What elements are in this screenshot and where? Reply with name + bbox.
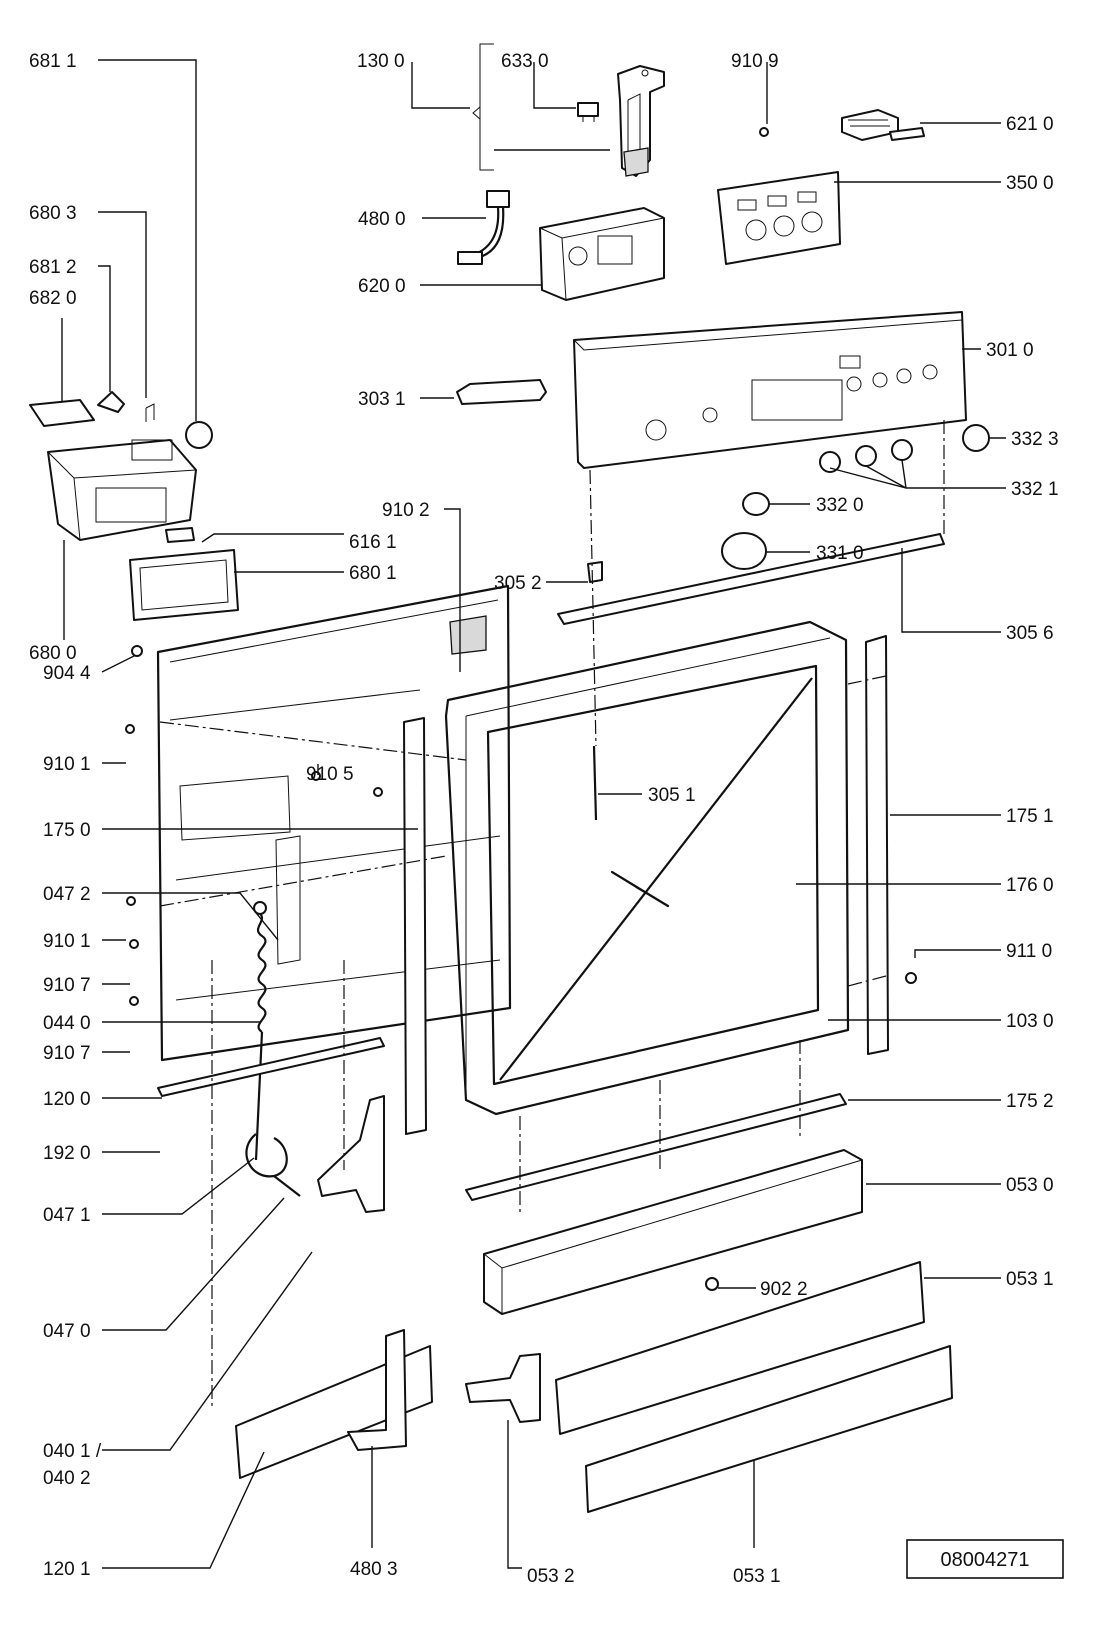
label-0440: 044 0	[43, 1013, 91, 1034]
strip-1750-part	[403, 717, 427, 1135]
label-3010: 301 0	[986, 340, 1034, 361]
bracket-4803-part	[347, 1329, 407, 1451]
seal-6820-part	[29, 399, 95, 427]
label-0402: 040 2	[43, 1468, 91, 1489]
reference-number-box: 08004271	[906, 1539, 1064, 1579]
module-6200-part	[539, 207, 665, 301]
label-6200: 620 0	[358, 276, 406, 297]
label-6800: 680 0	[29, 643, 77, 664]
strip-3056-part	[557, 533, 945, 625]
label-9107b: 910 7	[43, 1043, 91, 1064]
label-9110: 911 0	[1006, 941, 1052, 962]
label-6161: 616 1	[349, 532, 397, 553]
label-0471: 047 1	[43, 1205, 91, 1226]
kickplate-1201-part	[235, 1345, 433, 1479]
rod-3051-part	[592, 745, 598, 821]
part-drawings	[29, 43, 990, 1513]
screw-9109-part	[759, 127, 769, 137]
label-0531a: 053 1	[1006, 1269, 1054, 1290]
bracket-0532-part	[465, 1353, 541, 1423]
label-9044: 904 4	[43, 663, 91, 684]
hinge-0401-part	[317, 1095, 385, 1213]
rail-1920-part	[157, 1037, 385, 1097]
label-9105: 910 5	[306, 764, 354, 785]
label-0530: 053 0	[1006, 1175, 1054, 1196]
label-1201: 120 1	[43, 1559, 91, 1580]
label-3320: 332 0	[816, 495, 864, 516]
bracket-130-part	[617, 65, 665, 177]
screw-9110-part	[905, 972, 917, 984]
label-3500: 350 0	[1006, 173, 1054, 194]
screws-inner-door-part	[125, 645, 383, 1006]
label-6210: 621 0	[1006, 114, 1054, 135]
label-4800: 480 0	[358, 209, 406, 230]
label-3310: 331 0	[816, 543, 864, 564]
label-3321: 332 1	[1011, 479, 1059, 500]
label-6803: 680 3	[29, 203, 77, 224]
label-6330: 633 0	[501, 51, 549, 72]
cap-6811-part	[185, 421, 213, 449]
control-panel-3010-part	[573, 311, 967, 469]
label-6811: 681 1	[29, 51, 77, 72]
label-9107a: 910 7	[43, 975, 91, 996]
label-3051: 305 1	[648, 785, 696, 806]
switch-6210-part	[841, 109, 925, 141]
label-9101a: 910 1	[43, 754, 91, 775]
inner-door-1200-part	[156, 584, 512, 1062]
panel-0530-part	[483, 1149, 863, 1315]
label-1030: 103 0	[1006, 1011, 1054, 1032]
label-9109: 910 9	[731, 51, 779, 72]
clip-3052-part	[587, 561, 603, 583]
gasket-6801-part	[129, 549, 239, 621]
label-1750: 175 0	[43, 820, 91, 841]
label-0472: 047 2	[43, 884, 91, 905]
clip-6161-part	[165, 527, 195, 543]
clip-633-part	[577, 102, 599, 122]
spring-0440-part	[253, 901, 267, 1161]
label-9022: 902 2	[760, 1279, 808, 1300]
label-3056: 305 6	[1006, 623, 1054, 644]
label-3052: 305 2	[494, 573, 542, 594]
label-0532: 053 2	[527, 1566, 575, 1587]
label-3323: 332 3	[1011, 429, 1059, 450]
label-9101b: 910 1	[43, 931, 91, 952]
hinge-0470-part	[245, 1133, 301, 1197]
strip-1751-part	[865, 635, 889, 1055]
label-3031: 303 1	[358, 389, 406, 410]
label-1760: 176 0	[1006, 875, 1054, 896]
dispenser-6800-part	[47, 439, 197, 541]
knobs-part	[721, 424, 990, 570]
label-1920: 192 0	[43, 1143, 91, 1164]
reference-number: 08004271	[941, 1549, 1030, 1571]
label-1751: 175 1	[1006, 806, 1054, 827]
outer-door-1030-part	[444, 620, 850, 1116]
part-6812	[97, 391, 125, 413]
lightguide-3031-part	[456, 379, 547, 405]
panel-0531-lower-part	[585, 1345, 953, 1513]
leader-lines	[61, 59, 1006, 1569]
pcb-3500-part	[717, 171, 841, 265]
label-6820: 682 0	[29, 288, 77, 309]
label-9102: 910 2	[382, 500, 430, 521]
label-0531b: 053 1	[733, 1566, 781, 1587]
screw-9022-part	[705, 1277, 719, 1291]
label-1200: 120 0	[43, 1089, 91, 1110]
strip-1752-part	[465, 1093, 847, 1201]
panel-0531-upper-part	[555, 1261, 925, 1435]
label-0401: 040 1 /	[43, 1441, 102, 1462]
wiring-4800-part	[457, 190, 510, 265]
label-1752: 175 2	[1006, 1091, 1054, 1112]
label-4803: 480 3	[350, 1559, 398, 1580]
label-6801: 680 1	[349, 563, 397, 584]
label-0470: 047 0	[43, 1321, 91, 1342]
label-1300: 130 0	[357, 51, 405, 72]
part-labels: 681 1 680 3 681 2 682 0 680 0 130 0 633 …	[29, 51, 1059, 1587]
label-6812: 681 2	[29, 257, 77, 278]
